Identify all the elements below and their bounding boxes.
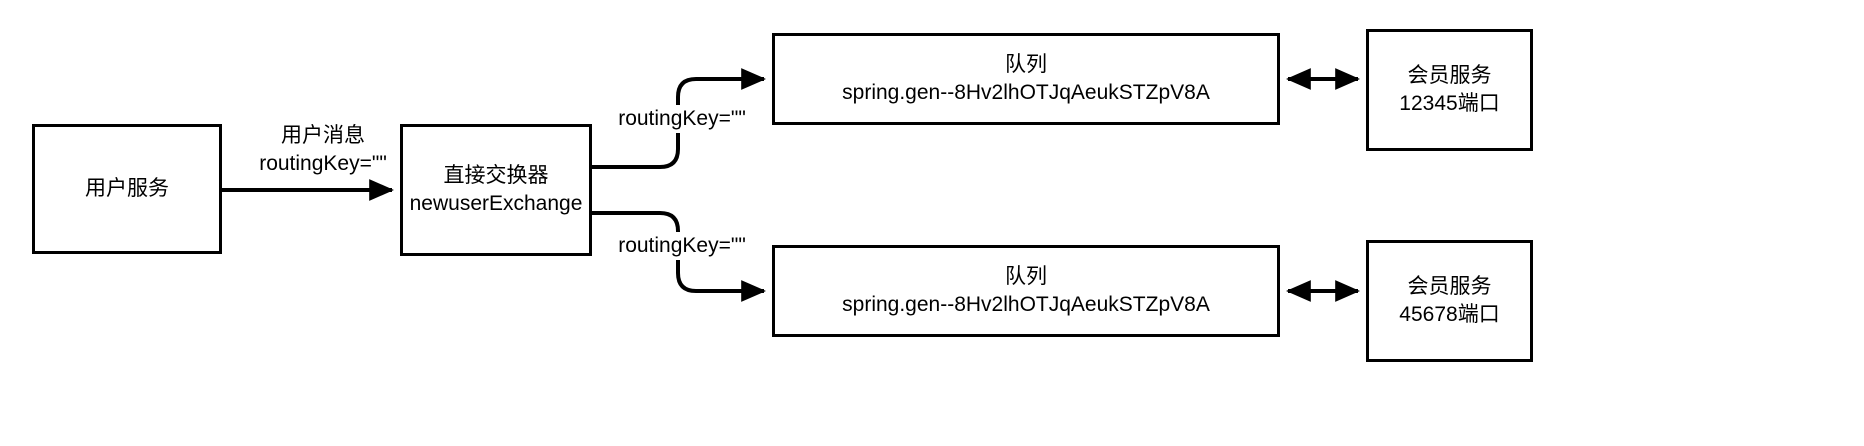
edge-label-routing-key-bottom: routingKey="" <box>612 232 752 261</box>
edge-label-user-message: 用户消息 routingKey="" <box>252 122 394 179</box>
node-member-service-12345[interactable]: 会员服务 12345端口 <box>1366 29 1533 151</box>
node-queue-1-line-1: 队列 <box>1005 53 1047 77</box>
node-queue-1-line-2: spring.gen--8Hv2lhOTJqAeukSTZpV8A <box>842 81 1210 104</box>
node-member-2-line-2: 45678端口 <box>1399 303 1500 326</box>
node-user-service[interactable]: 用户服务 <box>32 124 222 254</box>
node-exchange-line-2: newuserExchange <box>409 192 583 215</box>
edge-label-routing-key-top-line-1: routingKey="" <box>618 107 746 130</box>
edge-label-user-message-line-1: 用户消息 <box>281 124 365 147</box>
node-member-service-45678[interactable]: 会员服务 45678端口 <box>1366 240 1533 362</box>
edge-label-user-message-line-2: routingKey="" <box>259 152 387 176</box>
node-queue-2-line-2: spring.gen--8Hv2lhOTJqAeukSTZpV8A <box>842 293 1210 316</box>
edge-label-routing-key-top: routingKey="" <box>612 105 752 134</box>
node-queue-2[interactable]: 队列 spring.gen--8Hv2lhOTJqAeukSTZpV8A <box>772 245 1280 337</box>
edge-label-routing-key-bottom-line-1: routingKey="" <box>618 234 746 257</box>
node-exchange-line-1: 直接交换器 <box>443 164 549 188</box>
node-direct-exchange[interactable]: 直接交换器 newuserExchange <box>400 124 592 256</box>
node-member-2-line-1: 会员服务 <box>1407 275 1492 299</box>
node-queue-2-line-1: 队列 <box>1005 265 1047 289</box>
node-member-1-line-2: 12345端口 <box>1399 92 1500 115</box>
node-queue-1[interactable]: 队列 spring.gen--8Hv2lhOTJqAeukSTZpV8A <box>772 33 1280 125</box>
node-member-1-line-1: 会员服务 <box>1407 64 1492 88</box>
node-user-service-line-1: 用户服务 <box>85 177 169 201</box>
